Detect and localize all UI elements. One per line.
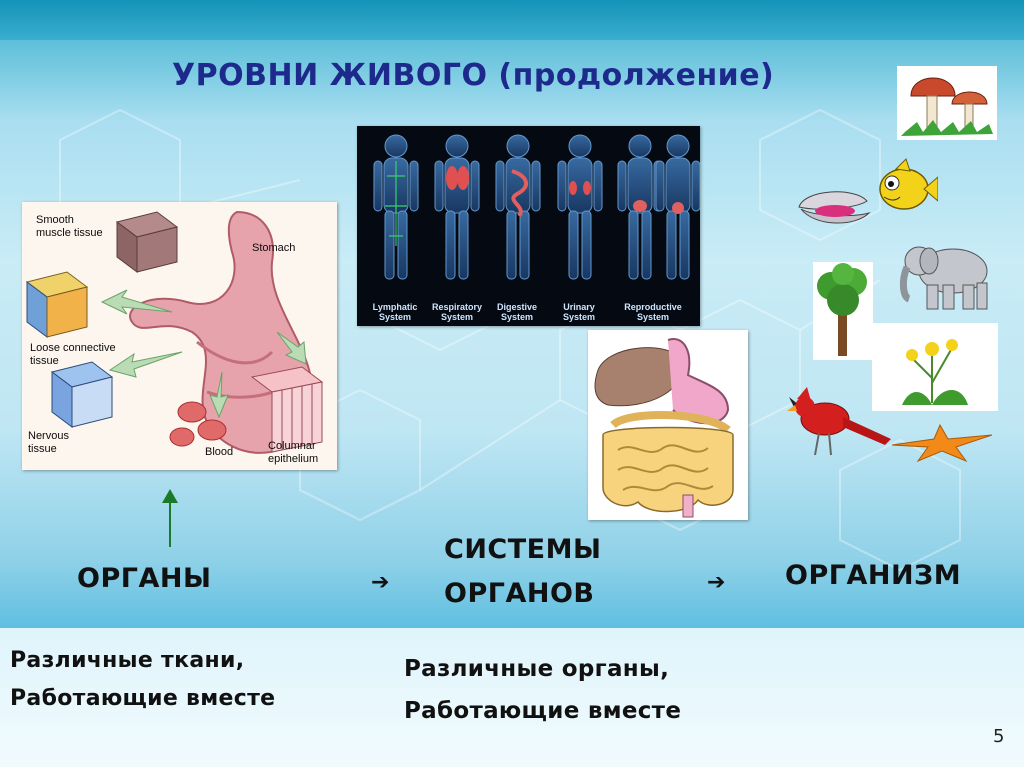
elephant-image [899, 246, 988, 310]
cardinal-bird-image [787, 387, 891, 456]
label-digestive-system: Digestive System [496, 302, 538, 322]
caption-right: Различные органы, Работающие вместе [404, 648, 681, 732]
label-loose-connective: Loose connective tissue [30, 342, 116, 367]
label-urinary-system: Urinary System [562, 302, 596, 322]
top-band [0, 0, 1024, 40]
label-columnar-epithelium: Columnar epithelium [268, 440, 319, 465]
label-reproductive-system: Reproductive System [624, 302, 682, 322]
arrow-right-icon-1: ➔ [371, 570, 390, 595]
level-organism: ОРГАНИЗМ [785, 560, 962, 591]
mushrooms-image [897, 66, 997, 140]
fish-image [879, 158, 938, 210]
arrow-right-icon-2: ➔ [707, 570, 726, 595]
caption-left-line1: Различные ткани, [10, 648, 245, 673]
label-lymphatic-system: Lymphatic System [372, 302, 418, 322]
dandelion-image [872, 323, 998, 411]
label-nervous-tissue: Nervous tissue [28, 430, 69, 455]
caption-left: Различные ткани, Работающие вместе [10, 642, 275, 718]
starfish-image [891, 423, 993, 463]
label-stomach: Stomach [252, 242, 296, 254]
clam-image [798, 191, 871, 224]
body-systems-illustration [373, 134, 700, 280]
up-arrow-icon [162, 489, 178, 547]
stomach-illustration [25, 210, 324, 454]
body-systems-image: Lymphatic System Respiratory System Dige… [357, 126, 700, 326]
digestive-illustration [594, 338, 734, 518]
tree-image [813, 262, 873, 360]
tissues-stomach-image: Smooth muscle tissue Stomach Loose conne… [22, 202, 337, 470]
digestive-organs-image [588, 330, 748, 520]
slide-title: УРОВНИ ЖИВОГО (продолжение) [172, 58, 775, 93]
caption-right-line2: Работающие вместе [404, 698, 682, 724]
level-organs: ОРГАНЫ [77, 563, 212, 594]
label-blood: Blood [205, 446, 234, 458]
caption-left-line2: Работающие вместе [10, 686, 276, 711]
label-smooth-muscle: Smooth muscle tissue [36, 214, 103, 239]
bottom-band [0, 628, 1024, 767]
caption-right-line1: Различные органы, [404, 656, 670, 682]
level-organ-systems-line2: ОРГАНОВ [444, 578, 595, 609]
page-number: 5 [993, 726, 1005, 747]
level-organ-systems-line1: СИСТЕМЫ [444, 534, 602, 565]
label-respiratory-system: Respiratory System [431, 302, 483, 322]
